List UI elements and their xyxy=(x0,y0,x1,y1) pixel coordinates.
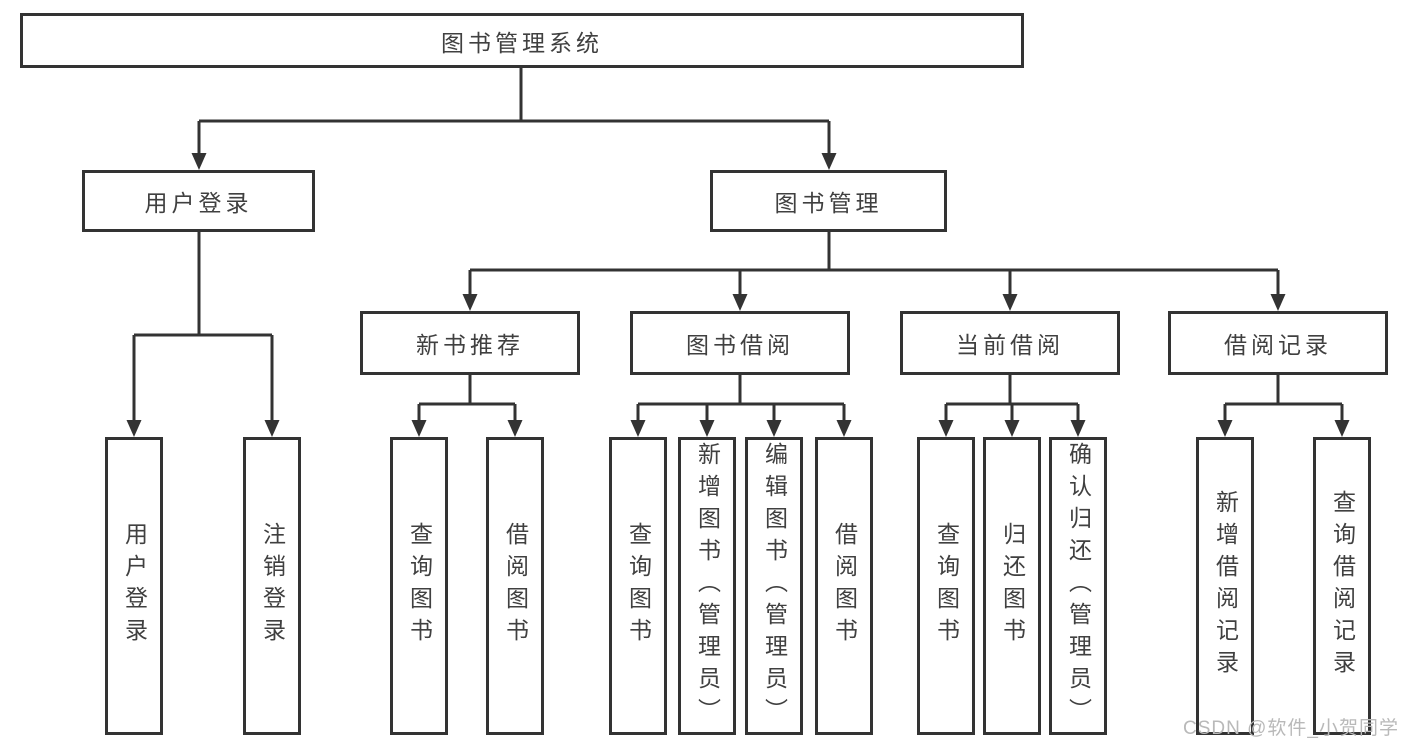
arrowhead-icon xyxy=(462,294,478,311)
leaf-rec-query-books: 查询图书 xyxy=(390,437,448,735)
arrowhead-icon xyxy=(126,420,142,437)
arrowhead-icon xyxy=(1070,420,1086,437)
leaf-label: 借阅图书 xyxy=(831,522,858,650)
node-borrowing-records: 借阅记录 xyxy=(1168,311,1388,375)
node-label: 图书借阅 xyxy=(686,332,794,358)
arrowhead-icon xyxy=(1270,294,1286,311)
leaf-current-query-books: 查询图书 xyxy=(917,437,975,735)
leaf-label: 编辑图书（管理员） xyxy=(761,442,788,730)
leaf-records-add-borrow-record: 新增借阅记录 xyxy=(1196,437,1254,735)
leaf-label: 借阅图书 xyxy=(502,522,529,650)
leaf-label: 确认归还（管理员） xyxy=(1065,442,1092,730)
leaf-label: 查询图书 xyxy=(625,522,652,650)
leaf-current-confirm-return-admin: 确认归还（管理员） xyxy=(1049,437,1107,735)
arrowhead-icon xyxy=(1002,294,1018,311)
node-current-borrowing: 当前借阅 xyxy=(900,311,1120,375)
arrowheads xyxy=(126,153,1350,437)
arrowhead-icon xyxy=(1217,420,1233,437)
arrowhead-icon xyxy=(1334,420,1350,437)
leaf-borrow-add-book-admin: 新增图书（管理员） xyxy=(678,437,736,735)
node-label: 新书推荐 xyxy=(416,332,524,358)
leaf-current-return-books: 归还图书 xyxy=(983,437,1041,735)
arrowhead-icon xyxy=(191,153,207,170)
leaf-label: 用户登录 xyxy=(121,522,148,650)
arrowhead-icon xyxy=(821,153,837,170)
node-label: 借阅记录 xyxy=(1224,332,1332,358)
node-new-book-recommendation: 新书推荐 xyxy=(360,311,580,375)
arrowhead-icon xyxy=(1004,420,1020,437)
arrowhead-icon xyxy=(630,420,646,437)
leaf-label: 查询图书 xyxy=(933,522,960,650)
node-label: 当前借阅 xyxy=(956,332,1064,358)
node-label: 图书管理系统 xyxy=(441,29,603,56)
leaf-label: 查询图书 xyxy=(406,522,433,650)
leaf-rec-borrow-books: 借阅图书 xyxy=(486,437,544,735)
leaf-login-user-login: 用户登录 xyxy=(105,437,163,735)
arrowhead-icon xyxy=(507,420,523,437)
arrowhead-icon xyxy=(766,420,782,437)
node-user-login: 用户登录 xyxy=(82,170,315,232)
node-library-management-system: 图书管理系统 xyxy=(20,13,1024,68)
leaf-borrow-query-books: 查询图书 xyxy=(609,437,667,735)
leaf-login-logout: 注销登录 xyxy=(243,437,301,735)
leaf-label: 注销登录 xyxy=(259,522,286,650)
connector-segments xyxy=(132,68,1344,421)
watermark: CSDN @软件_小贺同学 xyxy=(1183,718,1399,739)
leaf-label: 新增图书（管理员） xyxy=(694,442,721,730)
arrowhead-icon xyxy=(836,420,852,437)
node-book-management: 图书管理 xyxy=(710,170,947,232)
arrowhead-icon xyxy=(938,420,954,437)
arrowhead-icon xyxy=(699,420,715,437)
arrowhead-icon xyxy=(732,294,748,311)
leaf-label: 查询借阅记录 xyxy=(1329,490,1356,682)
leaf-records-query-borrow-record: 查询借阅记录 xyxy=(1313,437,1371,735)
leaf-label: 新增借阅记录 xyxy=(1212,490,1239,682)
node-label: 用户登录 xyxy=(144,190,253,216)
arrowhead-icon xyxy=(411,420,427,437)
leaf-label: 归还图书 xyxy=(999,522,1026,650)
leaf-borrow-borrow-books: 借阅图书 xyxy=(815,437,873,735)
node-label: 图书管理 xyxy=(774,190,883,216)
leaf-borrow-edit-book-admin: 编辑图书（管理员） xyxy=(745,437,803,735)
arrowhead-icon xyxy=(264,420,280,437)
node-book-borrowing: 图书借阅 xyxy=(630,311,850,375)
